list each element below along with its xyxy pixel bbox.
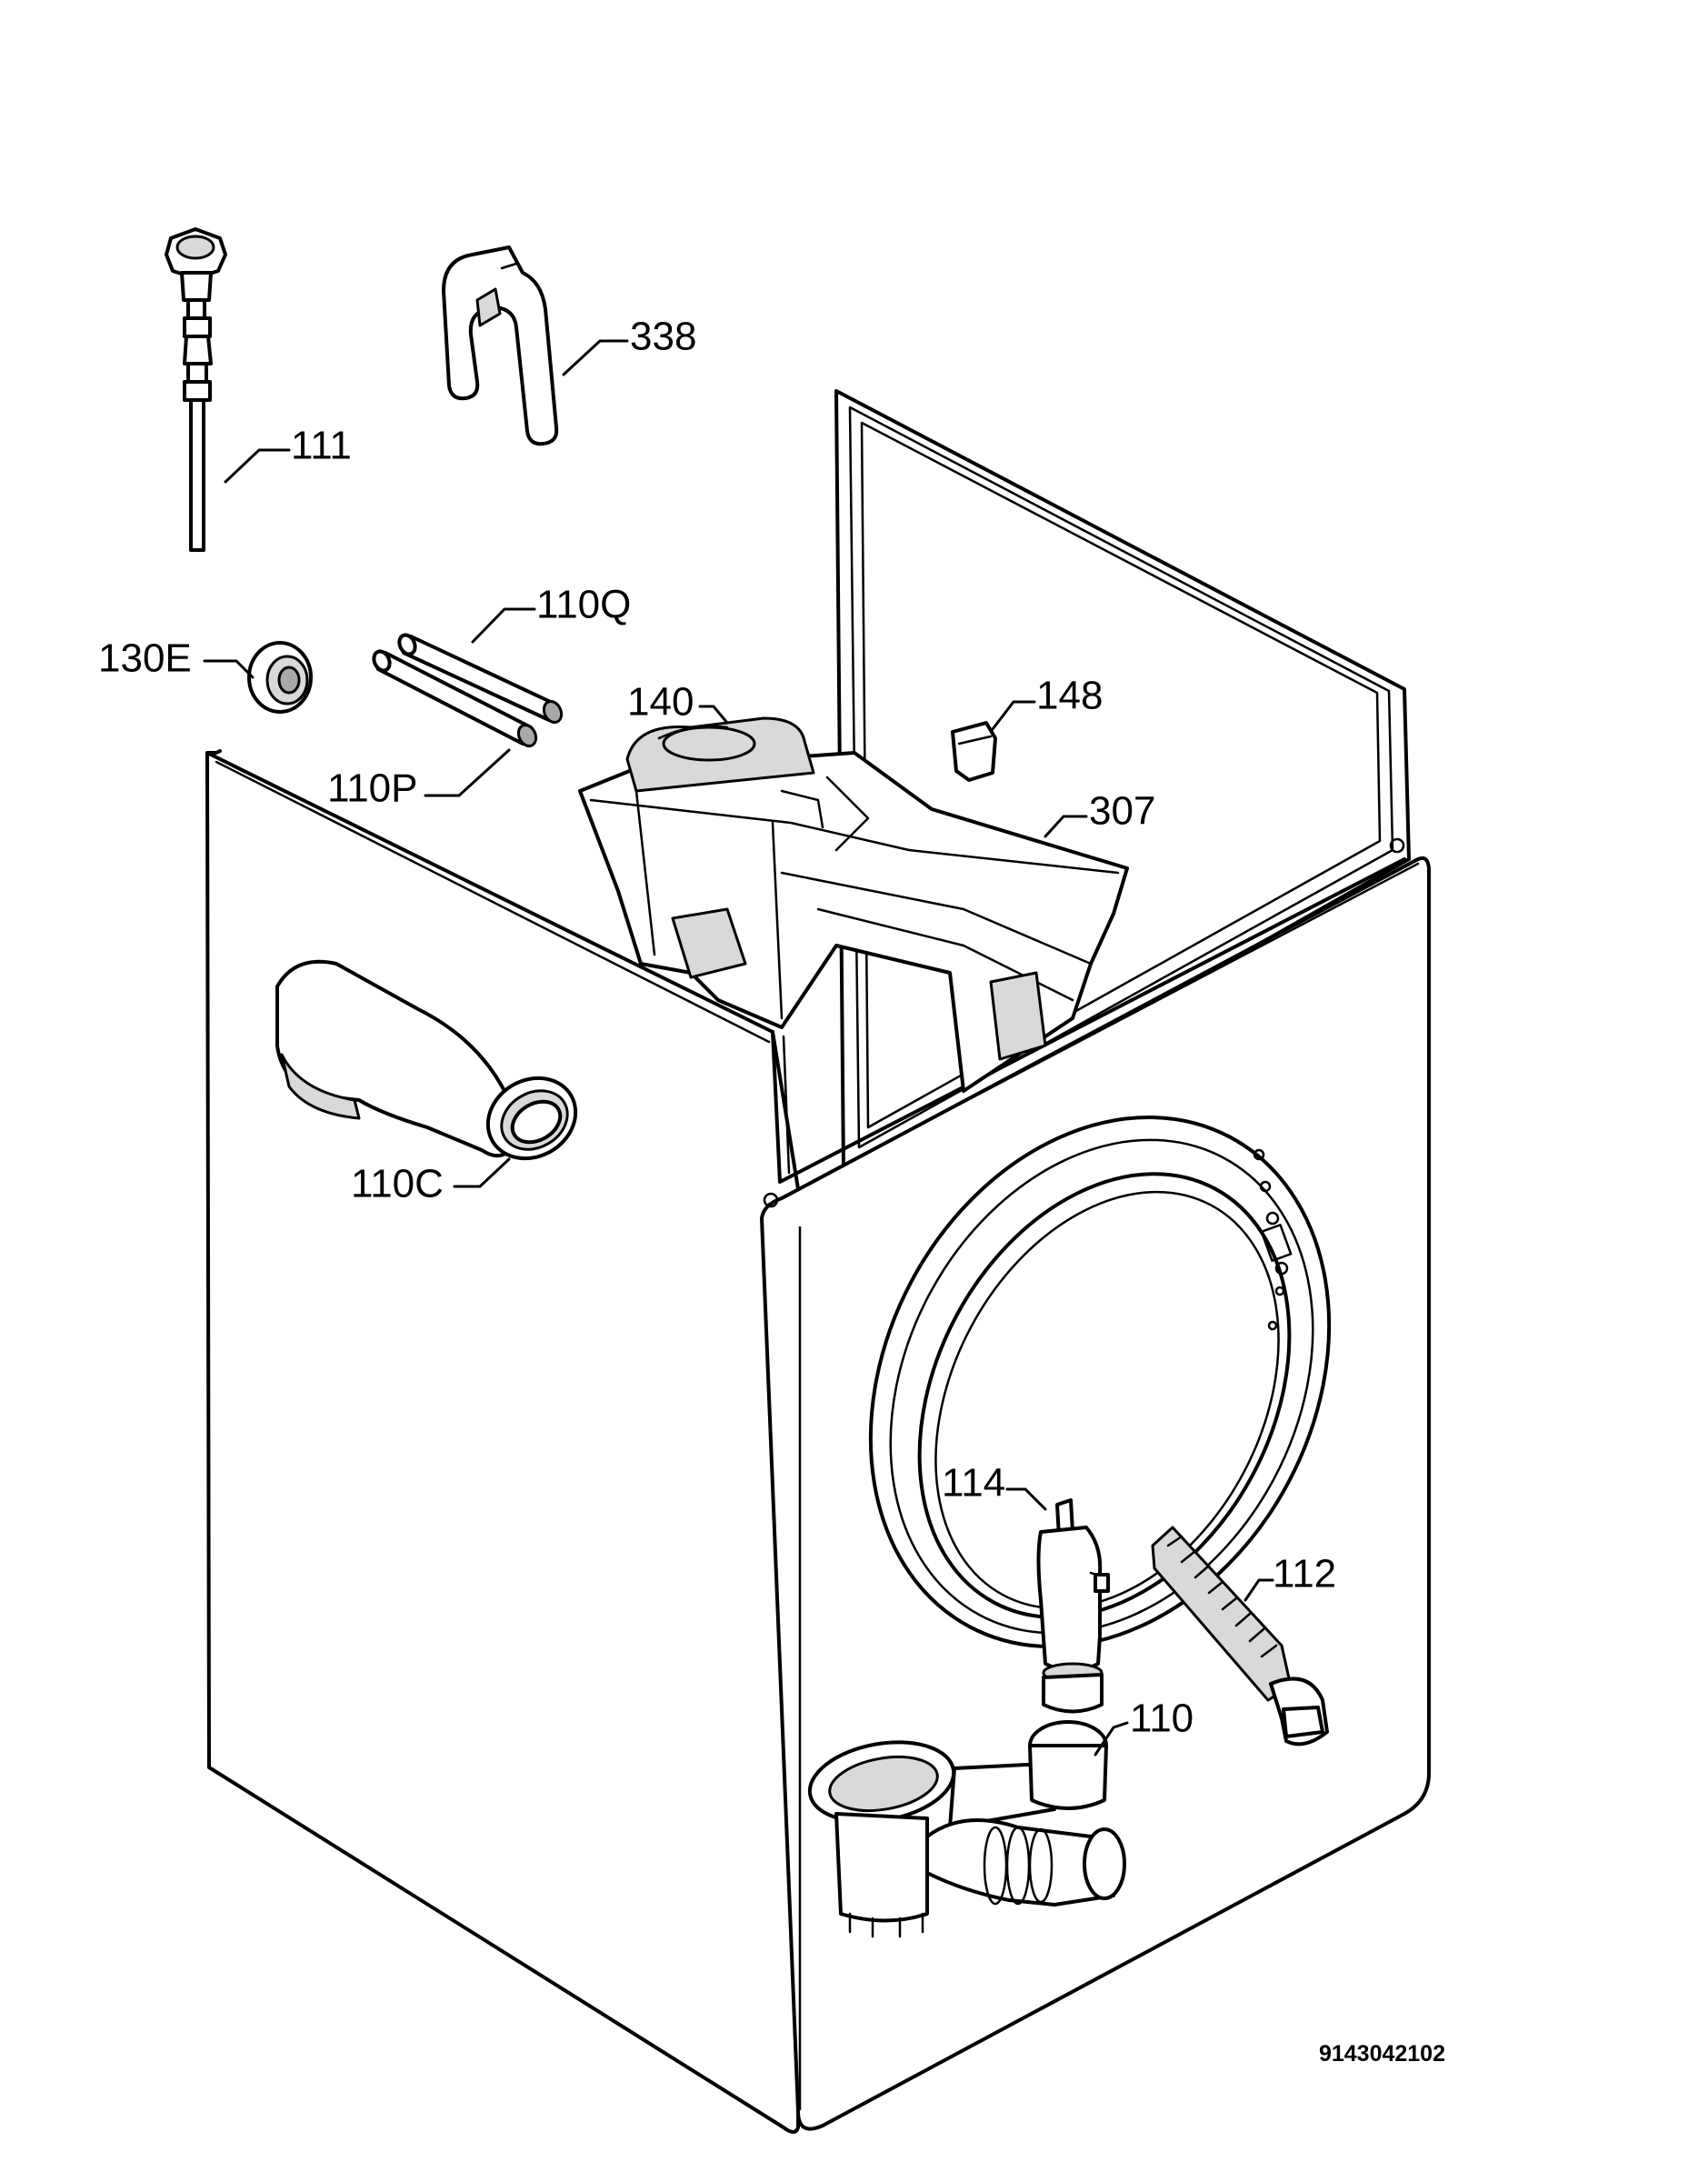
part-label-114: 114 — [942, 1461, 1047, 1511]
svg-text:307: 307 — [1089, 789, 1155, 834]
svg-text:112: 112 — [1273, 1552, 1336, 1596]
grommet-part — [247, 641, 313, 714]
part-label-130e: 130E — [98, 636, 255, 681]
tube-110q-part — [397, 633, 564, 725]
svg-text:114: 114 — [942, 1461, 1005, 1506]
document-code: 9143042102 — [1319, 2041, 1445, 2067]
svg-text:148: 148 — [1036, 674, 1103, 718]
part-label-110c: 110C — [351, 1157, 511, 1206]
svg-text:111: 111 — [291, 424, 352, 468]
sump-hose-part — [275, 959, 578, 1161]
clip-part — [951, 721, 997, 782]
svg-text:110P: 110P — [327, 766, 418, 811]
drain-pump-part — [807, 1720, 1126, 1938]
part-label-307: 307 — [1044, 789, 1155, 838]
part-label-111: 111 — [224, 424, 352, 484]
cabinet-body — [205, 389, 1431, 2134]
part-label-110q: 110Q — [471, 583, 631, 644]
part-label-338: 338 — [562, 315, 696, 376]
part-label-110p: 110P — [327, 748, 511, 811]
tube-110p-part — [372, 649, 538, 748]
svg-text:110C: 110C — [351, 1162, 444, 1206]
part-label-112: 112 — [1244, 1552, 1336, 1602]
svg-text:110Q: 110Q — [536, 583, 631, 627]
pressure-chamber-part — [1036, 1498, 1110, 1714]
svg-text:140: 140 — [627, 680, 694, 725]
part-label-140: 140 — [627, 680, 729, 725]
svg-text:130E: 130E — [98, 636, 192, 681]
corrugated-hose-part — [1151, 1526, 1329, 1747]
part-label-110: 110 — [1094, 1697, 1194, 1757]
svg-text:338: 338 — [630, 315, 696, 359]
dispenser-assembly-part — [578, 716, 1129, 1093]
hose-bracket-part — [442, 245, 559, 446]
svg-text:110: 110 — [1130, 1697, 1194, 1741]
door-opening — [868, 1115, 1332, 1649]
part-label-148: 148 — [991, 674, 1103, 731]
inlet-hose-part — [165, 227, 227, 552]
